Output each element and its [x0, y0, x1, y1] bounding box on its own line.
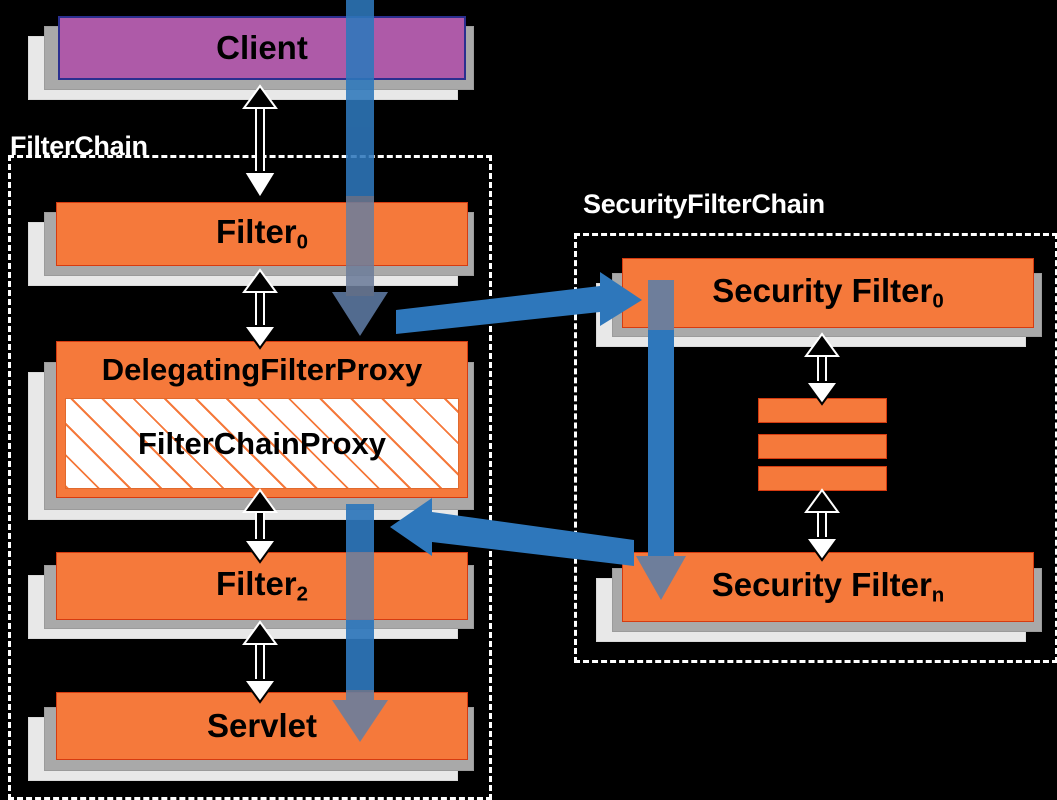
- group-security-filter-chain-label: SecurityFilterChain: [583, 189, 825, 219]
- node-security-filter-0-label: Security Filter0: [712, 271, 944, 313]
- group-filter-chain-label: FilterChain: [10, 131, 148, 161]
- node-filter-0-stack: Filter0: [0, 0, 520, 286]
- node-security-filter-0[interactable]: Security Filter0: [622, 258, 1034, 328]
- mini-filter-bar-1[interactable]: [758, 398, 887, 423]
- node-filter-2-subscript: 2: [296, 582, 309, 606]
- mini-filter-bar-3[interactable]: [758, 466, 887, 491]
- node-security-filter-0-subscript: 0: [932, 289, 944, 313]
- node-filter-0-subscript: 0: [296, 230, 309, 254]
- node-security-filter-n[interactable]: Security Filtern: [622, 552, 1034, 622]
- group-filter-chain: [8, 155, 492, 800]
- node-filter-chain-proxy[interactable]: FilterChainProxy: [65, 398, 459, 489]
- mini-filter-bar-2[interactable]: [758, 434, 887, 459]
- node-filter-0-label: Filter0: [215, 212, 309, 254]
- group-security-filter-chain: [574, 233, 1057, 663]
- node-servlet[interactable]: Servlet: [56, 692, 468, 760]
- node-security-filter-n-subscript: n: [931, 583, 945, 607]
- node-delegating-filter-proxy-label: DelegatingFilterProxy: [101, 352, 423, 387]
- node-security-filter-n-label: Security Filtern: [711, 565, 945, 607]
- node-filter-0[interactable]: Filter0: [56, 202, 468, 266]
- node-filter-2-label: Filter2: [215, 564, 309, 606]
- node-filter-2[interactable]: Filter2: [56, 552, 468, 620]
- node-filter-chain-proxy-label: FilterChainProxy: [137, 425, 387, 461]
- node-delegating-filter-proxy[interactable]: DelegatingFilterProxy FilterChainProxy: [56, 341, 468, 498]
- node-servlet-label: Servlet: [206, 706, 318, 744]
